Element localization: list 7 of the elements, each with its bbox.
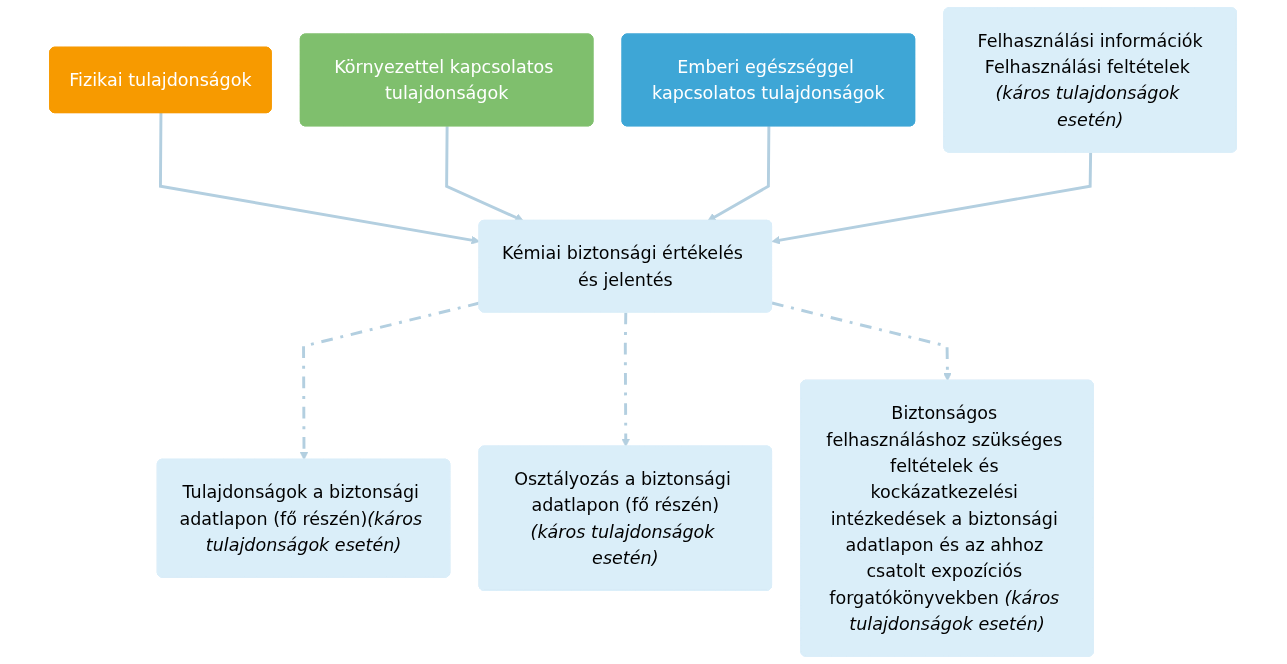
arrow — [159, 113, 481, 245]
arrow — [300, 301, 481, 461]
arrow — [772, 152, 1093, 245]
arrow — [621, 312, 631, 447]
arrow — [707, 126, 771, 222]
arrow — [445, 126, 525, 222]
arrow — [772, 301, 953, 382]
